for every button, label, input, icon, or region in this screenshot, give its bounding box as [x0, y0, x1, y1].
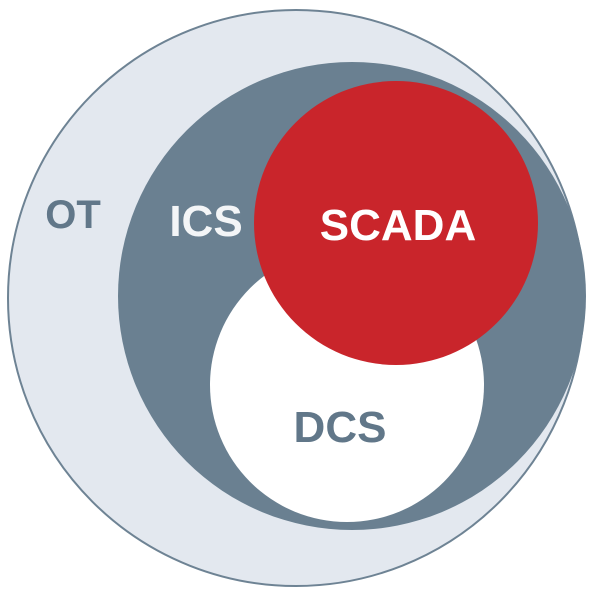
- ics-label: ICS: [169, 197, 242, 246]
- ot-label: OT: [45, 193, 101, 237]
- scada-circle: [254, 81, 538, 365]
- dcs-label: DCS: [294, 403, 387, 452]
- scada-label: SCADA: [320, 201, 476, 250]
